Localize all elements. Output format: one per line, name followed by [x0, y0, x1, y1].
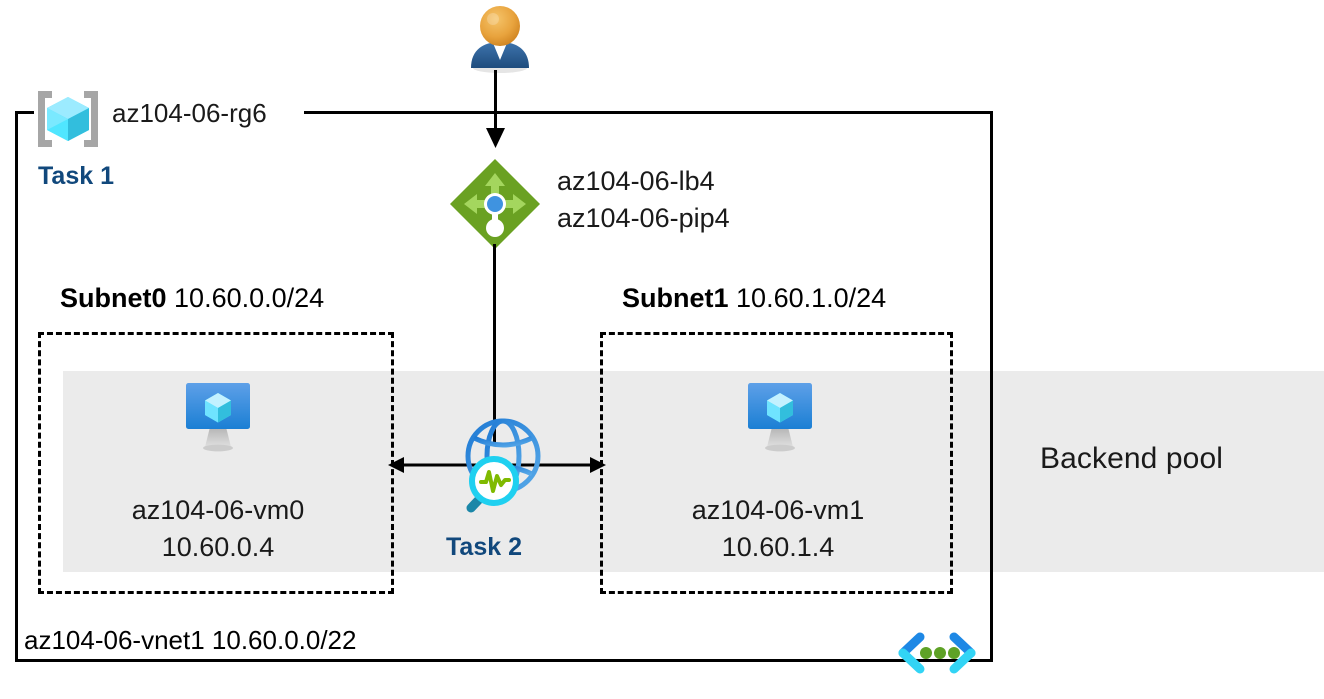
- virtual-machine-icon: [742, 381, 818, 453]
- subnet0-label: Subnet0 10.60.0.0/24: [60, 283, 324, 314]
- vnet-label: az104-06-vnet1 10.60.0.0/22: [24, 625, 357, 655]
- subnet1-label: Subnet1 10.60.1.0/24: [622, 283, 886, 314]
- subnet1-name: Subnet1: [622, 283, 729, 313]
- backend-pool-band: [63, 371, 1324, 572]
- subnet0-name: Subnet0: [60, 283, 167, 313]
- vm0-name: az104-06-vm0: [131, 495, 305, 525]
- user-to-lb-arrow: [478, 70, 514, 148]
- load-balancer-name: az104-06-lb4: [557, 166, 715, 196]
- virtual-machine-icon: [180, 381, 256, 453]
- vm0-ip: 10.60.0.4: [161, 532, 275, 562]
- resource-group-name: az104-06-rg6: [112, 98, 267, 128]
- lb-to-vnet-connector: [493, 244, 496, 444]
- user-icon: [459, 2, 541, 74]
- backend-pool-label: Backend pool: [1040, 442, 1224, 475]
- subnet1-cidr: 10.60.1.0/24: [736, 283, 887, 313]
- task-2-label: Task 2: [446, 533, 522, 561]
- vm1-name: az104-06-vm1: [691, 495, 865, 525]
- resource-group-boundary: [15, 111, 993, 662]
- resource-group-icon: [32, 88, 104, 150]
- public-ip-name: az104-06-pip4: [557, 203, 730, 233]
- virtual-network-icon: [898, 630, 976, 676]
- subnet0-cidr: 10.60.0.0/24: [174, 283, 325, 313]
- network-watcher-icon: [455, 418, 551, 514]
- vm1-ip: 10.60.1.4: [721, 532, 835, 562]
- task-1-label: Task 1: [38, 162, 114, 190]
- load-balancer-icon: [447, 156, 543, 252]
